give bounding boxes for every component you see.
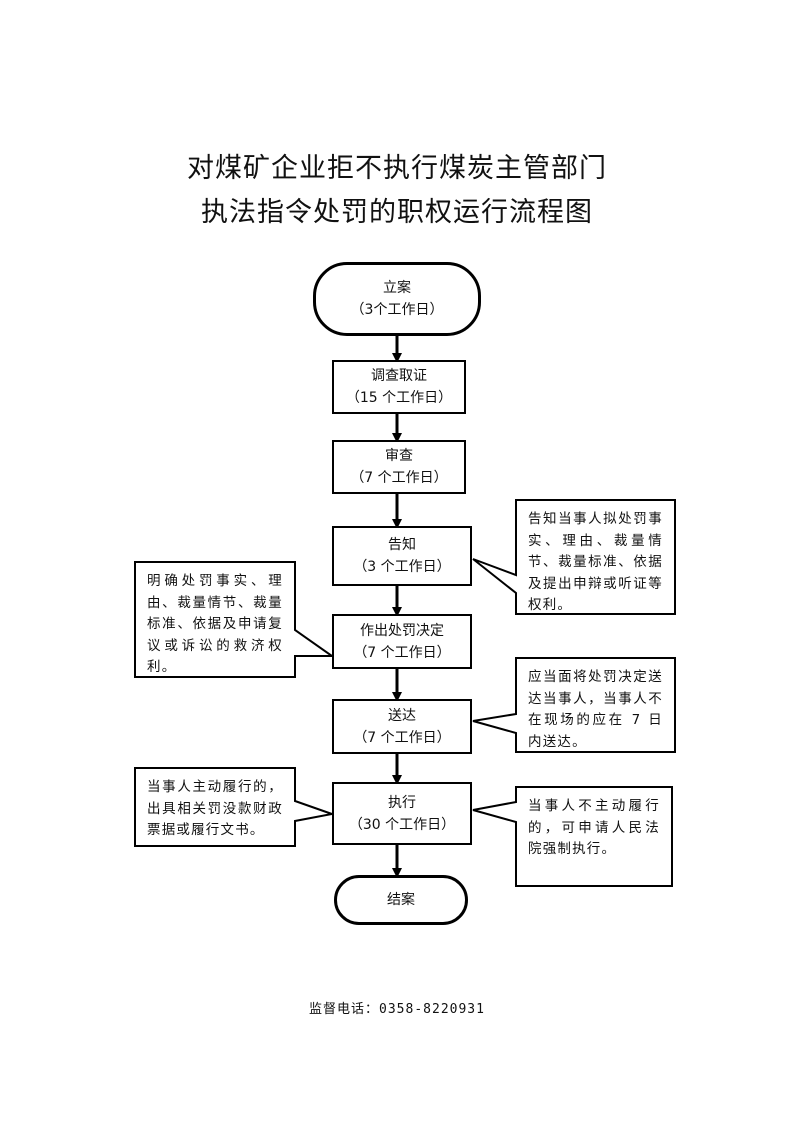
step-label: 执行 bbox=[388, 794, 416, 811]
step-duration: （7 个工作日） bbox=[350, 470, 448, 486]
note-deliver: 应当面将处罚决定送达当事人，当事人不在现场的应在 7 日内送达。 bbox=[528, 669, 663, 750]
step-label: 立案 bbox=[383, 280, 411, 296]
step-review: 审查 （7 个工作日） bbox=[332, 440, 466, 494]
step-duration: （7 个工作日） bbox=[353, 729, 451, 746]
step-label: 调查取证 bbox=[371, 368, 427, 384]
step-duration: （30 个工作日） bbox=[348, 816, 456, 833]
step-duration: （7 个工作日） bbox=[353, 644, 451, 661]
step-investigate: 调查取证 （15 个工作日） bbox=[332, 360, 466, 414]
note-execute-yes: 当事人主动履行的，出具相关罚没款财政票据或履行文书。 bbox=[147, 779, 283, 838]
step-label: 结案 bbox=[387, 892, 415, 908]
note-execute-no: 当事人不主动履行的，可申请人民法院强制执行。 bbox=[528, 798, 660, 857]
step-label: 作出处罚决定 bbox=[360, 622, 444, 639]
step-notify: 告知 （3 个工作日） bbox=[332, 526, 472, 586]
step-duration: （15 个工作日） bbox=[345, 390, 453, 406]
callout-execute-no bbox=[472, 786, 673, 887]
callout-notify bbox=[472, 499, 676, 615]
step-label: 告知 bbox=[388, 537, 416, 553]
note-notify: 告知当事人拟处罚事实、理由、裁量情节、裁量标准、依据及提出申辩或听证等权利。 bbox=[528, 511, 663, 613]
step-file-case: 立案 （3个工作日） bbox=[313, 262, 481, 336]
callout-decision bbox=[134, 561, 336, 678]
step-execute: 执行 （30 个工作日） bbox=[332, 782, 472, 845]
title-line-2: 执法指令处罚的职权运行流程图 bbox=[201, 197, 593, 228]
supervision-phone: 监督电话：0358-8220931 bbox=[309, 1002, 485, 1017]
callout-deliver bbox=[472, 657, 676, 753]
step-decision: 作出处罚决定 （7 个工作日） bbox=[332, 614, 472, 669]
callout-execute-yes bbox=[134, 767, 336, 847]
step-close-case: 结案 bbox=[334, 875, 468, 925]
step-label: 送达 bbox=[388, 707, 416, 724]
note-decision: 明确处罚事实、理由、裁量情节、裁量标准、依据及申请复议或诉讼的救济权利。 bbox=[147, 573, 283, 675]
step-label: 审查 bbox=[385, 448, 413, 464]
step-duration: （3 个工作日） bbox=[353, 559, 451, 575]
step-duration: （3个工作日） bbox=[350, 302, 444, 318]
title-line-1: 对煤矿企业拒不执行煤炭主管部门 bbox=[187, 153, 607, 184]
step-deliver: 送达 （7 个工作日） bbox=[332, 699, 472, 754]
